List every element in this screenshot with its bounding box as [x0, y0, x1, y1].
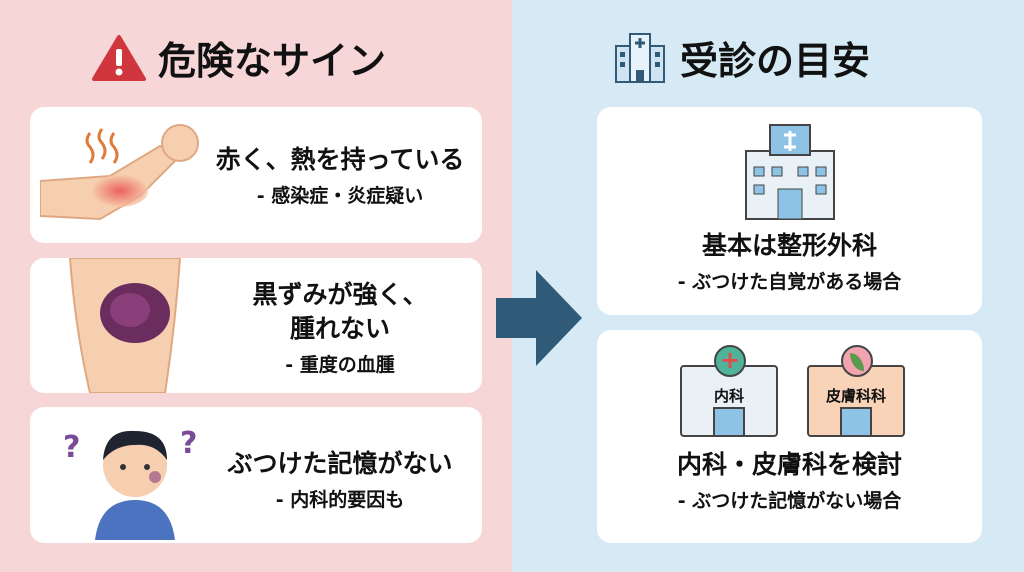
sign-card-red-hot: 赤く、熱を持っている - 感染症・炎症疑い — [30, 107, 482, 243]
sign-text: 黒ずみが強く、 腫れない - 重度の血腫 — [252, 280, 428, 376]
warning-icon — [92, 34, 146, 81]
sign-card-no-memory: ? ? ぶつけた記憶がない - 内科的要因も — [30, 407, 482, 543]
consultation-guide-panel: 受診の目安 基本は整形外科 - ぶつけた自覚がある場合 + 内科 皮膚科科 内科… — [512, 0, 1024, 572]
guide-text: 基本は整形外科 - ぶつけた自覚がある場合 — [677, 231, 902, 293]
danger-signs-panel: 危険なサイン 赤く、熱を持っている - 感染症・炎症疑い 黒ずみが強く、 腫れな… — [0, 0, 512, 572]
danger-title: 危険なサイン — [92, 30, 386, 85]
right-arrow-icon — [496, 270, 582, 366]
svg-text:?: ? — [180, 426, 197, 461]
confused-boy-icon: ? ? — [63, 426, 197, 540]
internal-medicine-building-icon: + 内科 — [680, 345, 778, 437]
guide-title: 受診の目安 — [612, 30, 870, 85]
guide-card-orthopedics: 基本は整形外科 - ぶつけた自覚がある場合 — [597, 107, 982, 315]
inflamed-arm-icon — [40, 124, 199, 221]
guide-text: 内科・皮膚科を検討 - ぶつけた記憶がない場合 — [676, 450, 902, 512]
red-cross-icon: + — [714, 345, 746, 377]
sign-text: ぶつけた記憶がない - 内科的要因も — [227, 449, 453, 511]
orthopedic-clinic-icon — [745, 124, 835, 220]
sign-text: 赤く、熱を持っている - 感染症・炎症疑い — [215, 145, 465, 207]
bruised-leg-icon — [68, 258, 182, 393]
sign-card-dark-bruise: 黒ずみが強く、 腫れない - 重度の血腫 — [30, 258, 482, 393]
svg-text:?: ? — [63, 430, 80, 465]
leaf-icon — [841, 345, 873, 377]
dermatology-building-icon: 皮膚科科 — [807, 345, 905, 437]
hospital-icon — [615, 32, 665, 83]
guide-card-internal-dermatology: + 内科 皮膚科科 内科・皮膚科を検討 - ぶつけた記憶がない場合 — [597, 330, 982, 543]
